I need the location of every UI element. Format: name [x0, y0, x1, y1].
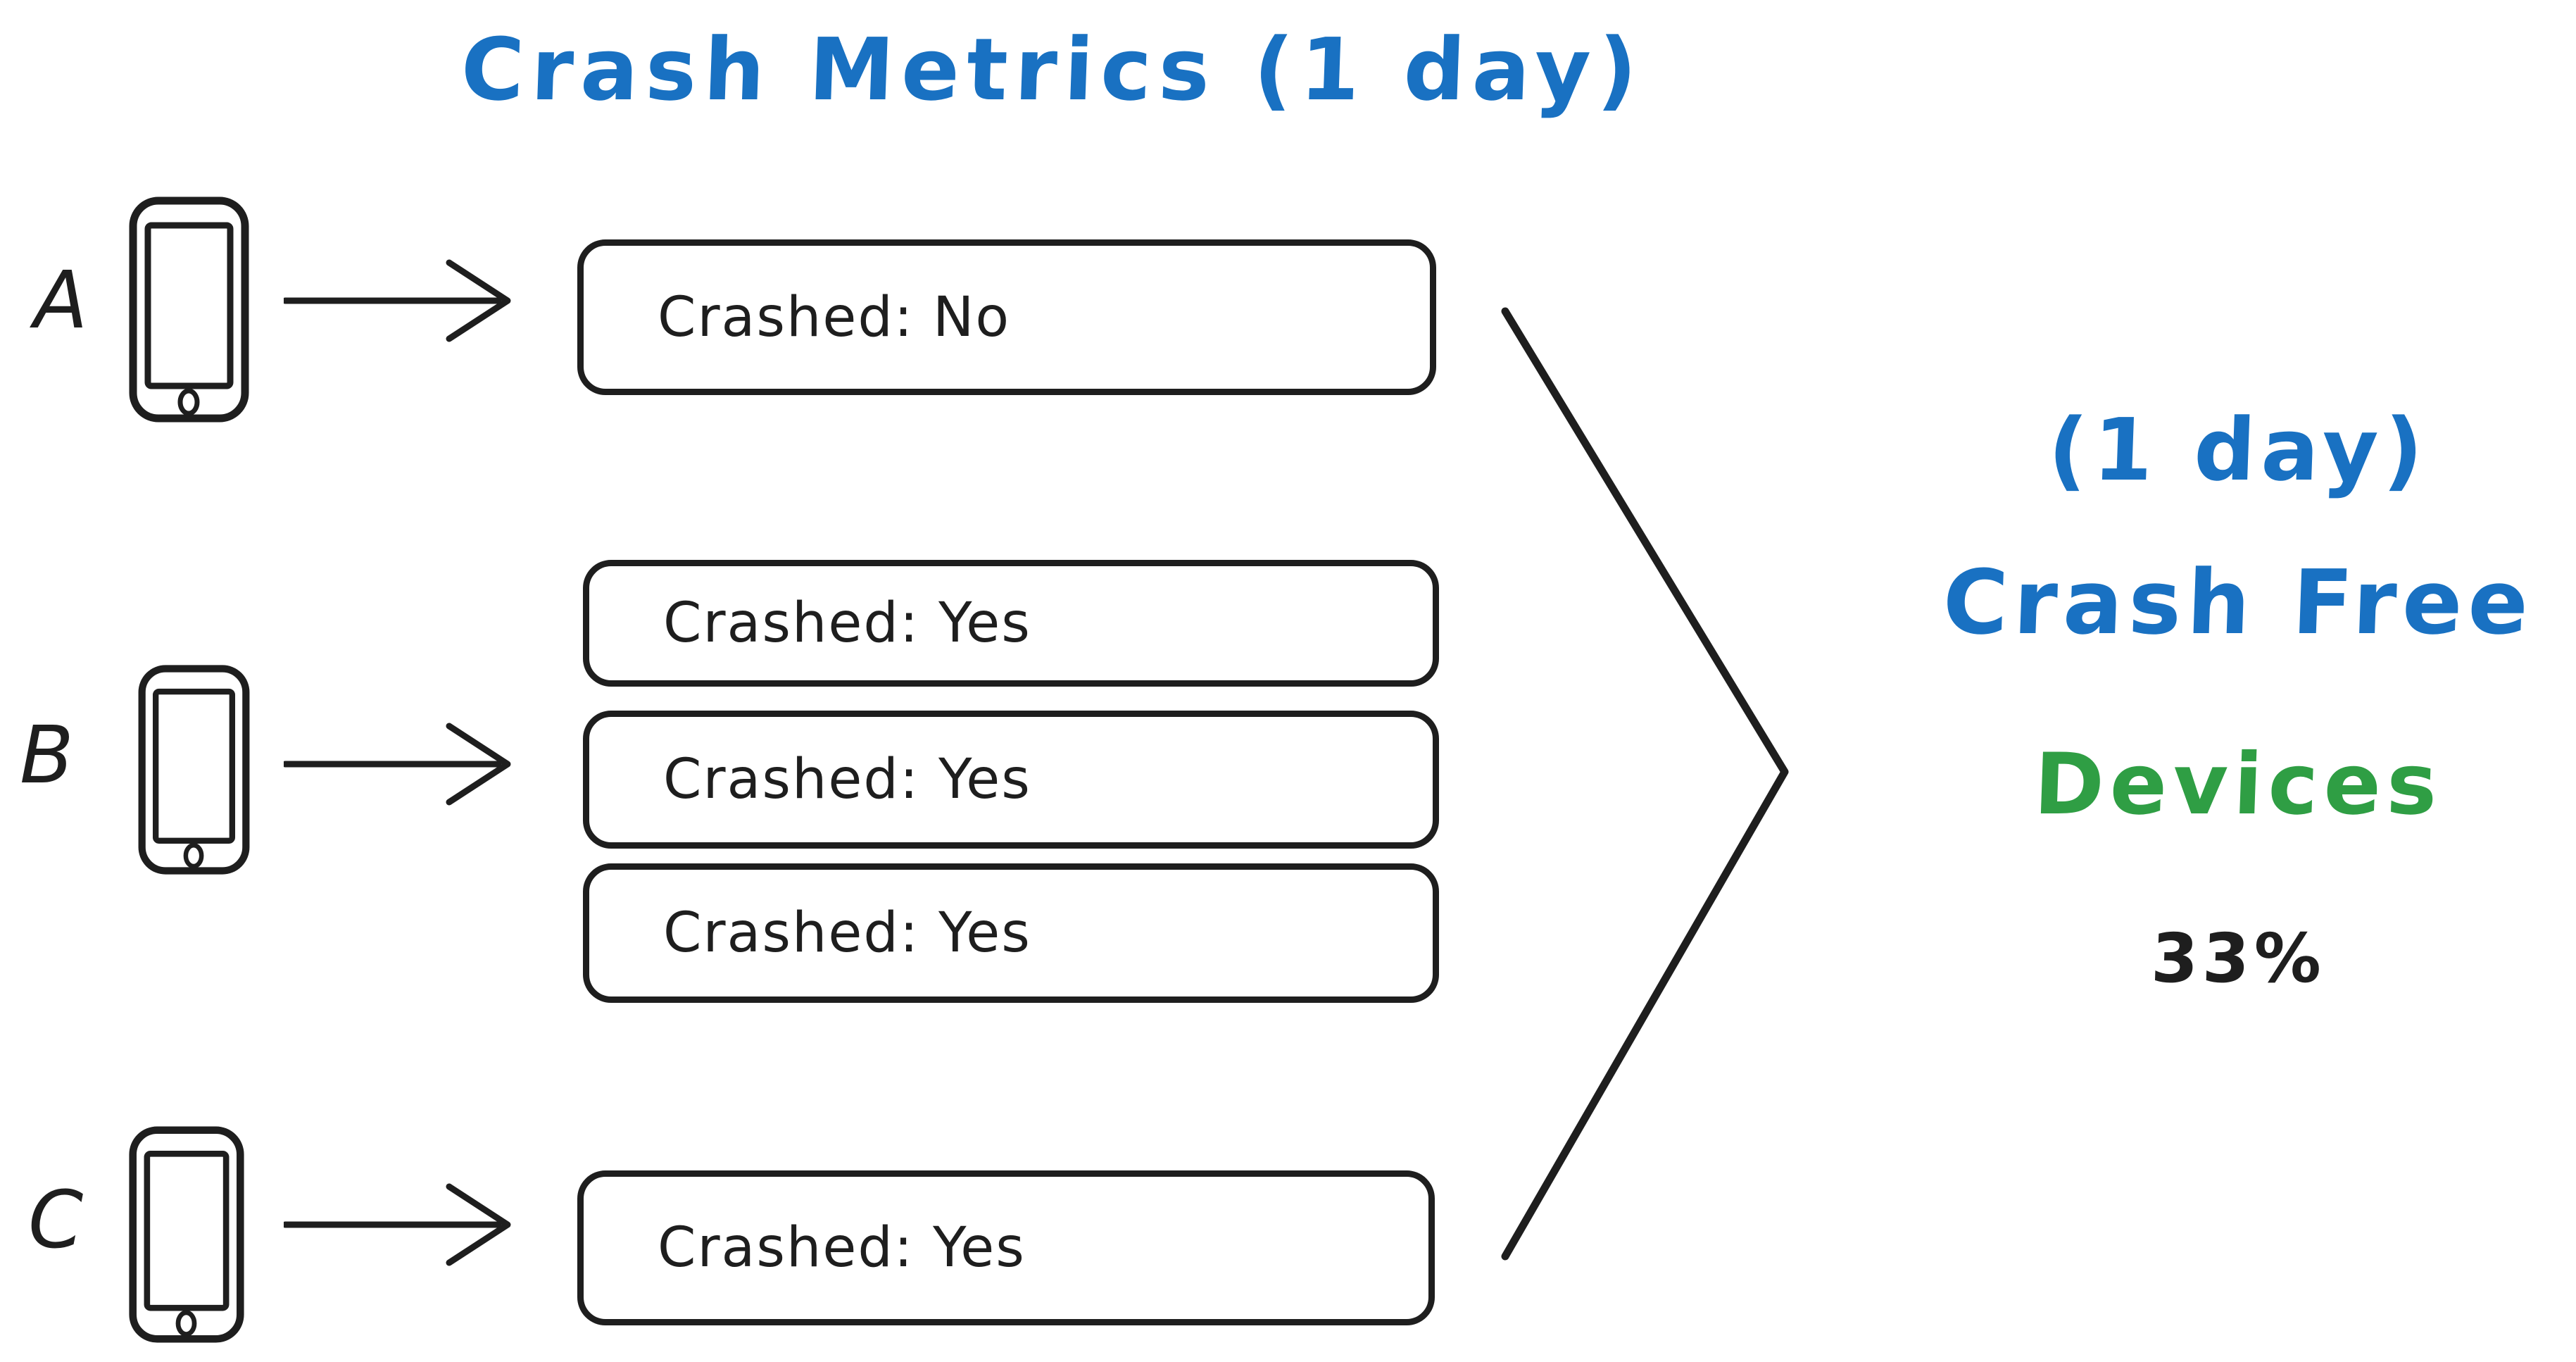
session-box-c1-label: Crashed: Yes [658, 1216, 1026, 1280]
diagram-title: Crash Metrics (1 day) [459, 20, 1646, 120]
session-box-b3-label: Crashed: Yes [663, 901, 1031, 965]
session-box-b2: Crashed: Yes [583, 711, 1439, 849]
chevron-right-icon [1501, 307, 1789, 1261]
session-box-c1: Crashed: Yes [577, 1170, 1435, 1325]
session-box-a1: Crashed: No [577, 239, 1436, 395]
session-box-a1-label: Crashed: No [658, 285, 1011, 349]
arrow-right-icon-a [284, 259, 511, 342]
session-box-b2-label: Crashed: Yes [663, 748, 1031, 811]
device-label-a: A [34, 255, 88, 346]
result-metric: Crash Free [1941, 551, 2536, 654]
session-box-b3: Crashed: Yes [583, 863, 1439, 1003]
result-period: (1 day) [2046, 400, 2431, 500]
device-label-c: C [28, 1175, 84, 1266]
result-value: 33% [2149, 919, 2327, 998]
arrow-right-icon-b [284, 723, 511, 806]
session-box-b1-label: Crashed: Yes [663, 592, 1031, 655]
phone-icon-b [138, 665, 250, 875]
result-subject: Devices [2032, 736, 2445, 834]
phone-icon-c [129, 1126, 244, 1343]
phone-icon-a [129, 196, 249, 423]
session-box-b1: Crashed: Yes [583, 560, 1439, 687]
arrow-right-icon-c [284, 1183, 511, 1266]
device-label-b: B [20, 710, 74, 801]
